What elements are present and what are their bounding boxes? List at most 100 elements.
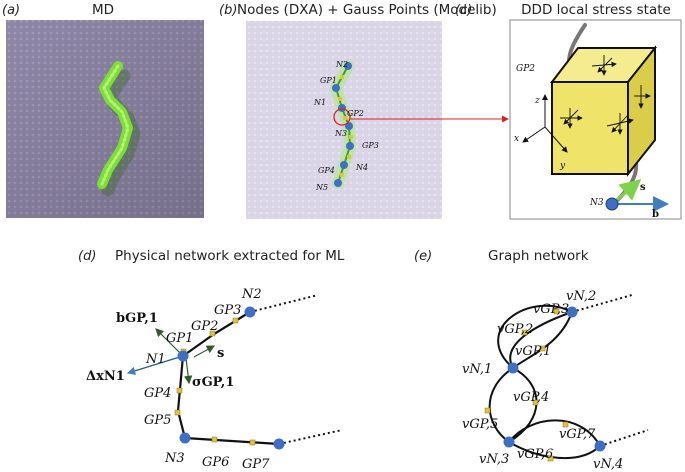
- panel-c-letter: (c): [455, 3, 472, 18]
- graph-gp6: [547, 455, 554, 462]
- gauss-point-gp5: [174, 409, 181, 416]
- graph-gp3: [553, 308, 560, 315]
- panel-c-title: DDD local stress state: [521, 2, 671, 18]
- graph-node-n2: [566, 306, 578, 318]
- label-gp6: GP6: [202, 455, 229, 470]
- label-gp2: GP2: [347, 109, 364, 118]
- dxa-gauss-point: [340, 75, 344, 79]
- label-vgp6: vGP,6: [517, 447, 553, 462]
- label-vn3: vN,3: [479, 452, 509, 467]
- label-vn1: vN,1: [462, 362, 492, 377]
- label-gp2: GP2: [191, 319, 218, 334]
- label-n4: N4: [355, 163, 368, 172]
- gauss-point-gp6: [211, 436, 218, 443]
- n3-label: N3: [589, 198, 604, 208]
- gauss-point-gp3: [232, 317, 239, 324]
- label-gp4: GP4: [144, 386, 171, 401]
- s-label: s: [640, 182, 646, 193]
- panel-b-title: Nodes (DXA) + Gauss Points (Modelib): [237, 2, 497, 18]
- label-gp3: GP3: [214, 303, 241, 318]
- panel-e-title: Graph network: [488, 248, 589, 264]
- stress-markers: [560, 55, 651, 135]
- label-gp7: GP7: [242, 457, 270, 472]
- node-n3: [605, 197, 619, 211]
- label-gp1: GP1: [166, 331, 193, 346]
- label-vgp1: vGP,1: [515, 344, 551, 359]
- panel-a-letter: (a): [2, 3, 20, 18]
- node-n1: [177, 350, 189, 362]
- panel-d-title: Physical network extracted for ML: [115, 248, 345, 264]
- label-gp1: GP1: [320, 76, 337, 85]
- panel-d-letter: (d): [78, 249, 96, 264]
- panel-e-letter: (e): [414, 249, 432, 264]
- axis-y-label: y: [559, 161, 566, 171]
- axis-x-label: x: [514, 134, 519, 144]
- graph-gp5: [484, 407, 491, 414]
- graph-edge: [512, 311, 573, 369]
- label-n1: N1: [145, 352, 166, 367]
- s-vector: [193, 345, 216, 358]
- b-vector: [155, 328, 184, 357]
- dotted-continuation: [249, 294, 319, 313]
- label-vgp5: vGP,5: [462, 417, 498, 432]
- label-n2: N2: [241, 287, 262, 302]
- label-vgp7: vGP,7: [559, 427, 596, 442]
- segment-n3-n4: [184, 436, 280, 446]
- dxa-node: [334, 179, 342, 187]
- graph-edge: [488, 367, 514, 443]
- label-n5: N5: [315, 183, 328, 192]
- gauss-point-gp4: [176, 387, 183, 394]
- graph-node-n4: [594, 440, 606, 452]
- label-n3: N3: [334, 129, 347, 138]
- label-vn4: vN,4: [593, 457, 623, 472]
- dxa-gauss-point: [347, 155, 351, 159]
- label-vgp3: vGP,3: [533, 302, 569, 317]
- label-n2: N2: [335, 60, 348, 69]
- label-s: s: [217, 346, 224, 361]
- panel-b-letter: (b): [219, 3, 237, 18]
- axes-triad: [522, 94, 568, 153]
- panel-e: (e) Graph network vN,2 vGP,3 vGP,2 vGP,1…: [414, 248, 649, 472]
- graph-edge: [508, 419, 601, 447]
- dx-vector: [126, 355, 184, 375]
- panel-c: (c) DDD local stress state z x y GP2: [455, 2, 682, 220]
- dxa-node: [332, 84, 340, 92]
- axis-z-label: z: [534, 96, 540, 106]
- dxa-node: [344, 62, 352, 70]
- panel-a: (a) MD: [2, 2, 204, 218]
- node-n2: [244, 306, 256, 318]
- panel-b: (b) Nodes (DXA) + Gauss Points (Modelib)…: [219, 2, 509, 219]
- cube-front: [551, 81, 629, 175]
- graph-node-n1: [507, 362, 519, 374]
- dxa-node: [338, 104, 346, 112]
- graph-gp7: [562, 421, 569, 428]
- dotted-continuation: [599, 429, 649, 447]
- dotted-continuation: [571, 294, 633, 313]
- label-dx-n1: ΔxN1: [86, 369, 125, 384]
- dxa-node: [340, 161, 348, 169]
- gauss-point-gp2: [209, 330, 216, 337]
- segment-n1-n3: [176, 355, 187, 439]
- gp2-label: GP2: [516, 64, 535, 74]
- panel-a-title: MD: [92, 2, 114, 18]
- graph-gp1: [539, 345, 546, 352]
- highlight-circle: [333, 108, 351, 126]
- dotted-continuation: [278, 429, 343, 445]
- label-gp5: GP5: [144, 413, 171, 428]
- graph-edge: [508, 441, 601, 460]
- node-n4: [273, 438, 285, 450]
- dxa-gauss-point: [349, 135, 353, 139]
- dxa-gauss-point: [343, 116, 347, 120]
- graph-edge: [497, 304, 573, 369]
- label-n1: N1: [313, 98, 326, 107]
- dxa-node: [346, 142, 354, 150]
- label-vgp2: vGP,2: [497, 322, 533, 337]
- gauss-point-gp7: [249, 439, 256, 446]
- label-b-gp1: bGP,1: [116, 311, 158, 326]
- graph-edge: [508, 367, 538, 443]
- graph-gp2: [521, 329, 528, 336]
- label-n3: N3: [164, 451, 185, 466]
- graph-gp4: [532, 399, 539, 406]
- label-vgp4: vGP,4: [513, 390, 549, 405]
